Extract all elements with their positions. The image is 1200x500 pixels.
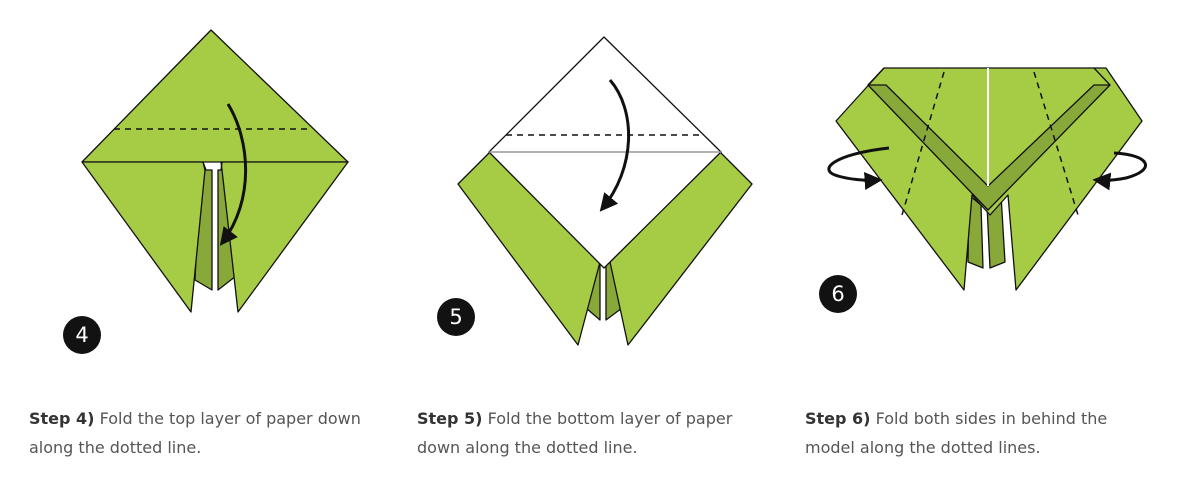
top-flap [81,29,349,163]
step-6-label: Step 6) [805,409,871,428]
step-4-diagram [81,29,349,313]
step-6-caption: Step 6) Fold both sides in behind the mo… [805,404,1155,462]
fold-arrow [599,79,631,212]
left-rotate-arrow [827,146,890,190]
step-5-text: Fold the bottom layer of paper down alon… [417,409,733,457]
fold-arrow [219,103,248,246]
right-fold-line [1033,71,1079,216]
step-4-label: Step 4) [29,409,95,428]
step-5-badge: 5 [437,298,475,336]
step-4-panel: 4 Step 4) Fold the top layer of paper do… [0,0,388,500]
step-4-caption: Step 4) Fold the top layer of paper down… [29,404,379,462]
step-5-caption: Step 5) Fold the bottom layer of paper d… [417,404,767,462]
step-5-panel: 5 Step 5) Fold the bottom layer of paper… [388,0,776,500]
v-band [867,84,1111,211]
step-6-panel: 6 Step 6) Fold both sides in behind the … [776,0,1164,500]
step-5-label: Step 5) [417,409,483,428]
left-leg [81,161,206,313]
step-5-diagram [457,36,753,346]
right-rotate-arrow [1092,151,1147,191]
step-6-text: Fold both sides in behind the model alon… [805,409,1108,457]
step-4-text: Fold the top layer of paper down along t… [29,409,361,457]
right-leg [220,161,349,313]
step-6-diagram [827,67,1147,291]
step-4-badge: 4 [63,316,101,354]
step-6-badge: 6 [819,275,857,313]
left-fold-line [901,71,945,216]
